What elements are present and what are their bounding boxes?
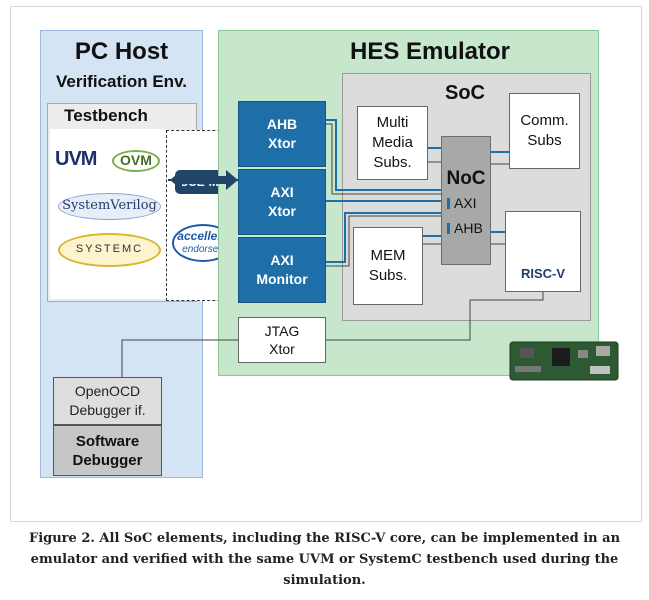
jtag-openocd-link (121, 339, 238, 377)
ovm-logo-ring (112, 150, 160, 172)
comm-line2: Subs (527, 132, 562, 149)
openocd-line1: OpenOCD (74, 383, 141, 399)
systemc-logo-oval (58, 233, 161, 267)
software-debugger: Software Debugger (53, 425, 162, 476)
mem-line1: MEM (370, 247, 406, 264)
software-debugger-line2: Debugger (72, 451, 143, 469)
axi-xtor-line1: AXI (270, 184, 294, 200)
axi-monitor-line2: Monitor (256, 271, 308, 287)
openocd-line2: Debugger if. (69, 402, 146, 418)
fpga-board-image (509, 341, 619, 381)
comm-line1: Comm. (520, 112, 569, 129)
openocd-debugger-interface: OpenOCD Debugger if. (53, 377, 162, 425)
ahb-xtor-line2: Xtor (268, 135, 296, 151)
axi-monitor-link-2 (326, 215, 441, 267)
jtag-line1: JTAG (264, 323, 300, 339)
accellera-endorsed: endorsed (182, 244, 224, 255)
sce-mi-arrow (170, 170, 238, 190)
systemverilog-logo: SystemVerilog (62, 198, 157, 213)
uvm-logo: UVM (55, 148, 97, 170)
noc-axi-marker (447, 198, 450, 209)
axi-xtor-line2: Xtor (268, 203, 296, 219)
riscv-core (505, 211, 581, 292)
multimedia-subsystem: Multi Media Subs. (357, 106, 428, 180)
jtag-line2: Xtor (269, 341, 295, 357)
axi-monitor-link (326, 212, 441, 263)
systemverilog-logo-oval (58, 193, 161, 220)
comm-subsystem: Comm. Subs (509, 93, 580, 169)
multimedia-line2: Media (372, 134, 413, 151)
software-debugger-line1: Software (75, 432, 140, 450)
noc-title: NoC (446, 168, 486, 189)
pc-host-subtitle: Verification Env. (55, 72, 187, 91)
mem-line2: Subs. (368, 267, 408, 284)
ahb-xtor: AHB Xtor (238, 101, 326, 167)
jtag-xtor: JTAG Xtor (238, 317, 326, 363)
noc-ahb-label: AHB (454, 220, 483, 236)
axi-monitor-line1: AXI (270, 252, 294, 268)
hes-emulator-title: HES Emulator (349, 38, 511, 65)
ahb-xtor-link (326, 119, 441, 191)
ahb-xtor-link-2 (326, 123, 441, 195)
jtag-riscv-link (326, 292, 544, 341)
noc-axi-label: AXI (454, 195, 477, 211)
testbench-title: Testbench (64, 106, 148, 125)
soc-title: SoC (445, 82, 485, 104)
axi-xtor: AXI Xtor (238, 169, 326, 235)
figure-caption: Figure 2. All SoC elements, including th… (28, 531, 621, 588)
axi-monitor: AXI Monitor (238, 237, 326, 303)
multimedia-line3: Subs. (373, 154, 412, 171)
systemc-logo: SYSTEMC (75, 243, 144, 255)
ovm-logo: OVM (120, 152, 152, 168)
mem-subsystem: MEM Subs. (353, 227, 423, 305)
accellera-text: accellera (177, 229, 229, 243)
riscv-label: RISC-V (520, 266, 566, 281)
multimedia-line1: Multi (376, 114, 409, 131)
pc-host-title: PC Host (74, 38, 169, 65)
ahb-xtor-line1: AHB (266, 116, 298, 132)
noc-ahb-marker (447, 223, 450, 234)
